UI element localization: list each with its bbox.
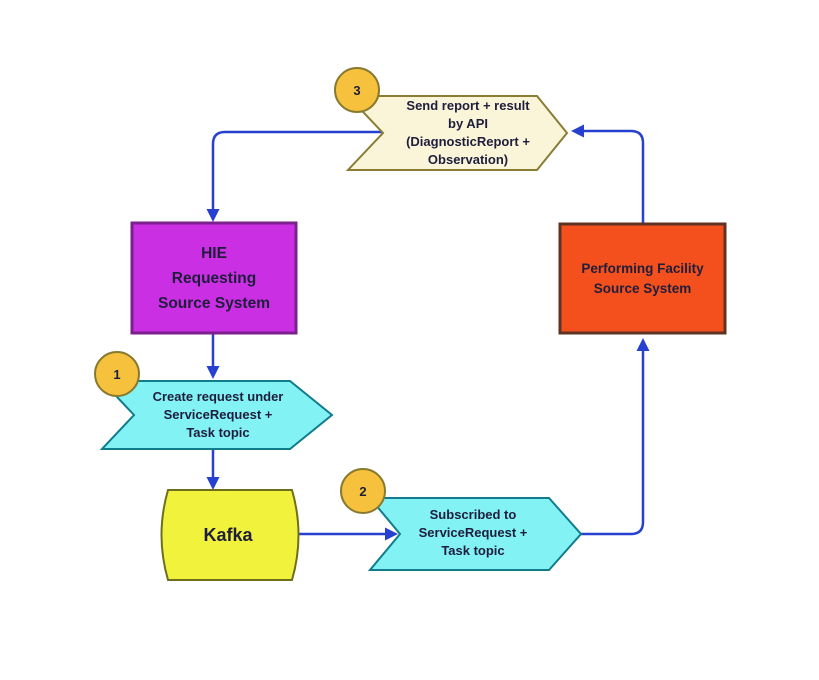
arrowhead-down-into-step1-icon	[206, 366, 220, 379]
performing-box-label: Performing Facility Source System	[581, 260, 704, 296]
step1-label: Create request under ServiceRequest + Ta…	[152, 389, 284, 440]
step2-label: Subscribed to ServiceRequest + Task topi…	[418, 507, 528, 558]
step3-number-badge: 3	[334, 67, 380, 113]
connector-step3-to-hie	[211, 130, 383, 211]
arrowhead-down-into-hie-icon	[206, 209, 220, 222]
step3-label: Send report + result by API (DiagnosticR…	[406, 98, 530, 167]
arrowheads	[206, 124, 650, 541]
connector-step2-to-performing	[581, 349, 645, 536]
arrowhead-left-into-step3-icon	[571, 124, 584, 138]
step1-number: 1	[113, 366, 121, 382]
step2-number: 2	[359, 483, 367, 499]
step2-number-badge: 2	[340, 468, 386, 514]
arrowhead-down-into-kafka-icon	[206, 477, 220, 490]
connector-lines	[211, 129, 645, 536]
step3-chevron-shape	[345, 95, 569, 171]
arrowhead-right-into-step2-icon	[385, 527, 398, 541]
step1-chevron-shape	[99, 380, 334, 450]
arrowhead-up-into-performing-icon	[636, 338, 650, 351]
step2-chevron-shape	[367, 497, 583, 571]
performing-box-shape	[558, 222, 727, 335]
hie-box-label: HIE Requesting Source System	[158, 244, 270, 312]
kafka-cylinder-shape	[160, 489, 300, 581]
hie-box-shape	[130, 221, 298, 335]
step3-number: 3	[353, 82, 361, 98]
kafka-label: Kafka	[203, 525, 253, 545]
connector-performing-to-step3	[582, 129, 645, 224]
step1-number-badge: 1	[94, 351, 140, 397]
